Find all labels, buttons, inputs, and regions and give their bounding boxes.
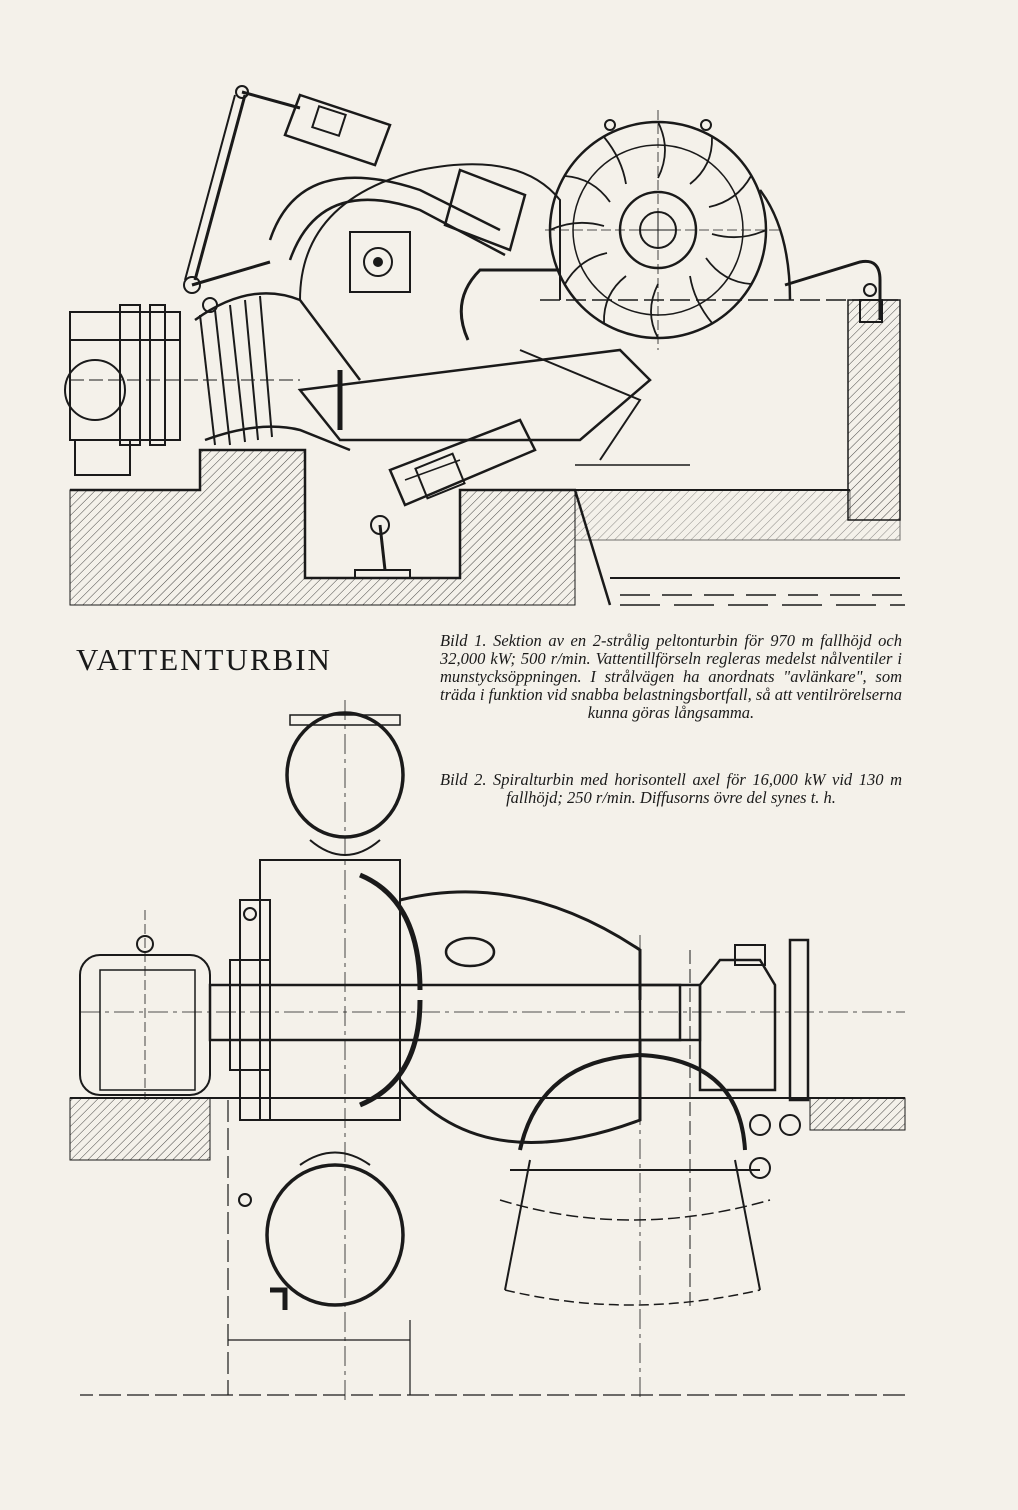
caption-figure-2: Bild 2. Spiralturbin med horisontell axe… [440, 770, 902, 807]
page-title: VATTENTURBIN [76, 642, 332, 677]
figure-1-pelton-turbine [64, 85, 905, 606]
figure-2-spiral-turbine [69, 700, 906, 1400]
caption-figure-1: Bild 1. Sektion av en 2-strålig peltontu… [440, 631, 902, 722]
pelton-wheel [545, 110, 780, 350]
